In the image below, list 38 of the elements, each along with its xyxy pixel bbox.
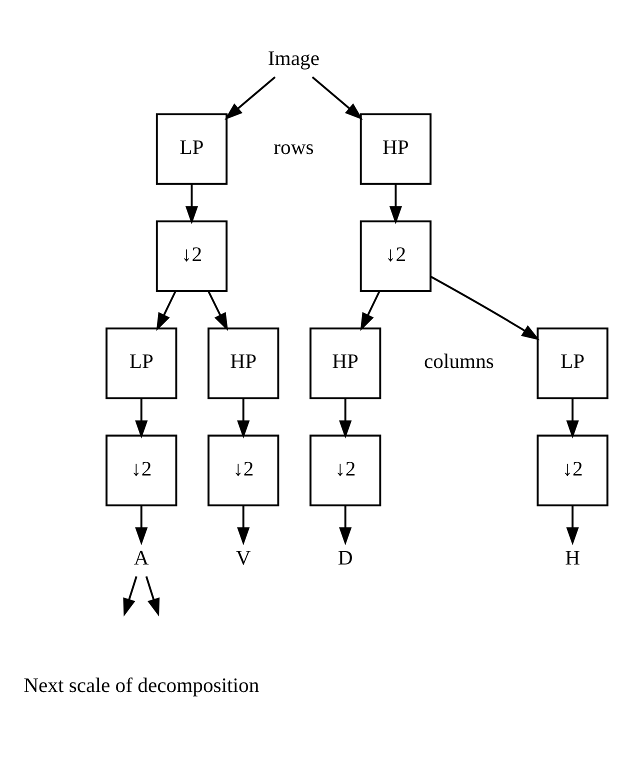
node-text: D [338,547,353,570]
arrow [312,76,363,120]
node-box: ↓2 [106,434,178,506]
arrow [123,576,138,616]
arrow [360,290,380,332]
arrow [224,76,276,120]
arrow [208,290,228,332]
node-box: ↓2 [536,434,608,506]
node-box: HP [360,113,432,185]
arrow [135,398,148,438]
arrow [430,276,540,340]
node-box: HP [310,328,382,400]
node-text: A [134,547,149,570]
node-box: ↓2 [360,220,432,292]
node-box: LP [106,328,178,400]
arrow [145,576,160,616]
node-text: H [565,547,580,570]
node-box: ↓2 [208,434,280,506]
node-box: HP [208,328,280,400]
label: columns [424,351,494,374]
arrow [156,290,176,332]
arrow [389,184,402,224]
arrow [135,505,148,546]
label: Next scale of decomposition [24,674,260,697]
arrow [185,184,198,224]
arrow [566,505,579,546]
arrow [339,398,352,438]
node-text: Image [268,48,320,70]
node-box: LP [156,113,228,185]
arrow [237,398,250,438]
arrow [237,505,250,546]
arrow [339,505,352,546]
node-text: V [236,547,251,570]
node-box: LP [536,328,608,400]
node-box: ↓2 [156,220,228,292]
arrow [566,398,579,438]
node-box: ↓2 [310,434,382,506]
label: rows [274,136,314,159]
